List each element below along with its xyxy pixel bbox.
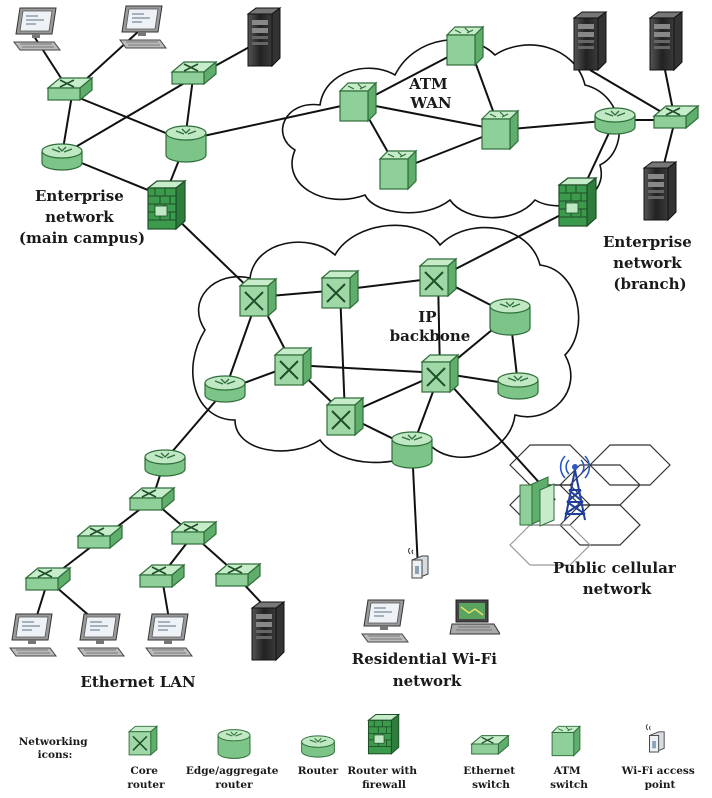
lan-switch-4 <box>25 567 71 591</box>
main-campus-pc-2 <box>119 5 167 49</box>
lan-switch-6 <box>215 563 261 587</box>
lan-switch-1 <box>129 487 175 511</box>
legend-core-router-label: Core router <box>127 765 165 791</box>
ip-backbone-cloud <box>191 224 580 464</box>
main-campus-server <box>247 7 281 67</box>
ip-backbone-label: IP backbone <box>390 308 471 345</box>
legend-title: Networking icons: <box>19 736 92 761</box>
legend: Networking icons: Core router Edge/aggre… <box>19 714 699 791</box>
legend-ethernet-switch-icon <box>470 735 510 755</box>
main-campus-switch-1 <box>47 77 93 101</box>
legend-ethernet-switch-label: Ethernet switch <box>463 765 519 791</box>
branch-switch <box>653 105 699 129</box>
atm-wan-label: ATM WAN <box>408 75 453 112</box>
backbone-core-router-4 <box>274 347 312 386</box>
backbone-core-router-2 <box>321 270 359 309</box>
legend-firewall-icon <box>367 714 400 755</box>
lan-pc-2 <box>77 613 125 657</box>
lan-switch-2 <box>77 525 123 549</box>
backbone-edge-router-2 <box>391 431 433 469</box>
lan-router <box>144 449 186 477</box>
backbone-router-2 <box>497 372 539 400</box>
lan-pc-3 <box>145 613 193 657</box>
branch-server-1 <box>573 11 607 71</box>
public-cellular-label: Public cellular network <box>553 559 681 598</box>
atm-switch-4 <box>379 150 417 190</box>
backbone-router-1 <box>204 375 246 403</box>
main-campus-switch-2 <box>171 61 217 85</box>
legend-firewall-label: Router with firewall <box>347 765 420 791</box>
legend-router-label: Router <box>298 765 339 777</box>
legend-edge-router-label: Edge/aggregate router <box>186 765 282 791</box>
enterprise-main-label: Enterprise network (main campus) <box>19 187 145 247</box>
legend-wifi-ap-label: Wi-Fi access point <box>621 765 699 791</box>
legend-wifi-ap-icon <box>645 724 665 753</box>
residential-wifi-label: Residential Wi-Fi network <box>352 650 502 690</box>
branch-firewall <box>558 177 597 227</box>
backbone-core-router-5 <box>421 354 459 393</box>
main-campus-firewall <box>147 180 186 230</box>
legend-core-router-icon <box>128 725 158 756</box>
backbone-core-router-1 <box>239 278 277 317</box>
enterprise-branch-label: Enterprise network (branch) <box>603 233 697 293</box>
lan-pc-1 <box>9 613 57 657</box>
branch-router <box>594 107 636 135</box>
backbone-edge-router-1 <box>489 298 531 336</box>
main-campus-pc-1 <box>13 7 61 51</box>
legend-atm-switch-label: ATM switch <box>550 765 588 791</box>
legend-atm-switch-icon <box>551 725 581 757</box>
main-campus-router-1 <box>41 143 83 171</box>
lan-switch-3 <box>171 521 217 545</box>
cellular-buildings <box>519 476 555 527</box>
residential-access-point <box>408 548 429 579</box>
atm-switch-3 <box>481 110 519 150</box>
ethernet-lan-label: Ethernet LAN <box>80 673 195 691</box>
legend-router-icon <box>301 735 335 758</box>
backbone-core-router-3 <box>419 258 457 297</box>
atm-switch-1 <box>446 26 484 66</box>
residential-pc <box>361 599 409 643</box>
legend-edge-router-icon <box>217 729 251 759</box>
backbone-core-router-6 <box>326 397 364 436</box>
branch-server-2 <box>649 11 683 71</box>
main-campus-edge-router <box>165 125 207 163</box>
atm-switch-2 <box>339 82 377 122</box>
residential-laptop <box>449 599 500 635</box>
branch-server-3 <box>643 161 677 221</box>
lan-switch-5 <box>139 564 185 588</box>
lan-server <box>251 601 285 661</box>
